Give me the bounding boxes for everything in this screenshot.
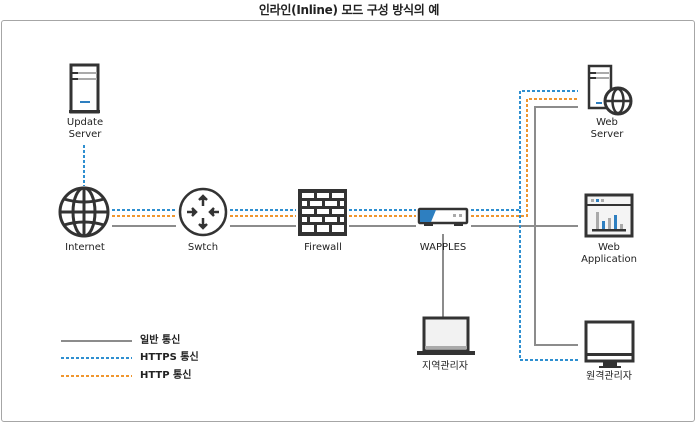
internet-label: Internet [65, 242, 105, 253]
switch-label: Swtch [187, 242, 219, 253]
web-application-label: Web Application [581, 242, 637, 266]
server-icon [69, 63, 100, 114]
wapples-label: WAPPLES [419, 242, 467, 253]
legend-label-https: HTTPS 통신 [140, 352, 199, 363]
diagram-title: 인라인(Inline) 모드 구성 방식의 예 [258, 3, 440, 17]
update-server-label-line1: Update [66, 117, 104, 128]
legend-label-normal: 일반 통신 [140, 335, 181, 346]
web-server-label-line1: Web [596, 117, 618, 128]
update-server-label: Update Server [67, 117, 103, 141]
legend-label-http: HTTP 통신 [140, 370, 192, 381]
web-server-label-line2: Server [590, 129, 624, 140]
firewall-icon [298, 189, 347, 236]
switch-icon [178, 187, 228, 237]
appliance-icon [417, 207, 469, 226]
http-lines [112, 98, 578, 217]
legend-swatches [61, 340, 132, 377]
firewall-label: Firewall [304, 242, 342, 253]
web-app-icon [584, 193, 634, 238]
web-server-icon [587, 64, 633, 116]
https-lines [112, 90, 578, 361]
remote-admin-label: 원격관리자 [586, 371, 632, 382]
normal-lines [112, 106, 578, 346]
monitor-icon [584, 320, 635, 368]
globe-icon [58, 186, 110, 238]
web-server-label: Web Server [591, 117, 624, 141]
update-server-label-line2: Server [68, 129, 102, 140]
local-admin-label: 지역관리자 [422, 361, 468, 372]
web-application-label-line2: Application [581, 254, 637, 265]
diagram-frame [1, 20, 695, 422]
web-application-label-line1: Web [598, 242, 620, 253]
connections [83, 90, 578, 361]
laptop-icon [417, 316, 475, 355]
